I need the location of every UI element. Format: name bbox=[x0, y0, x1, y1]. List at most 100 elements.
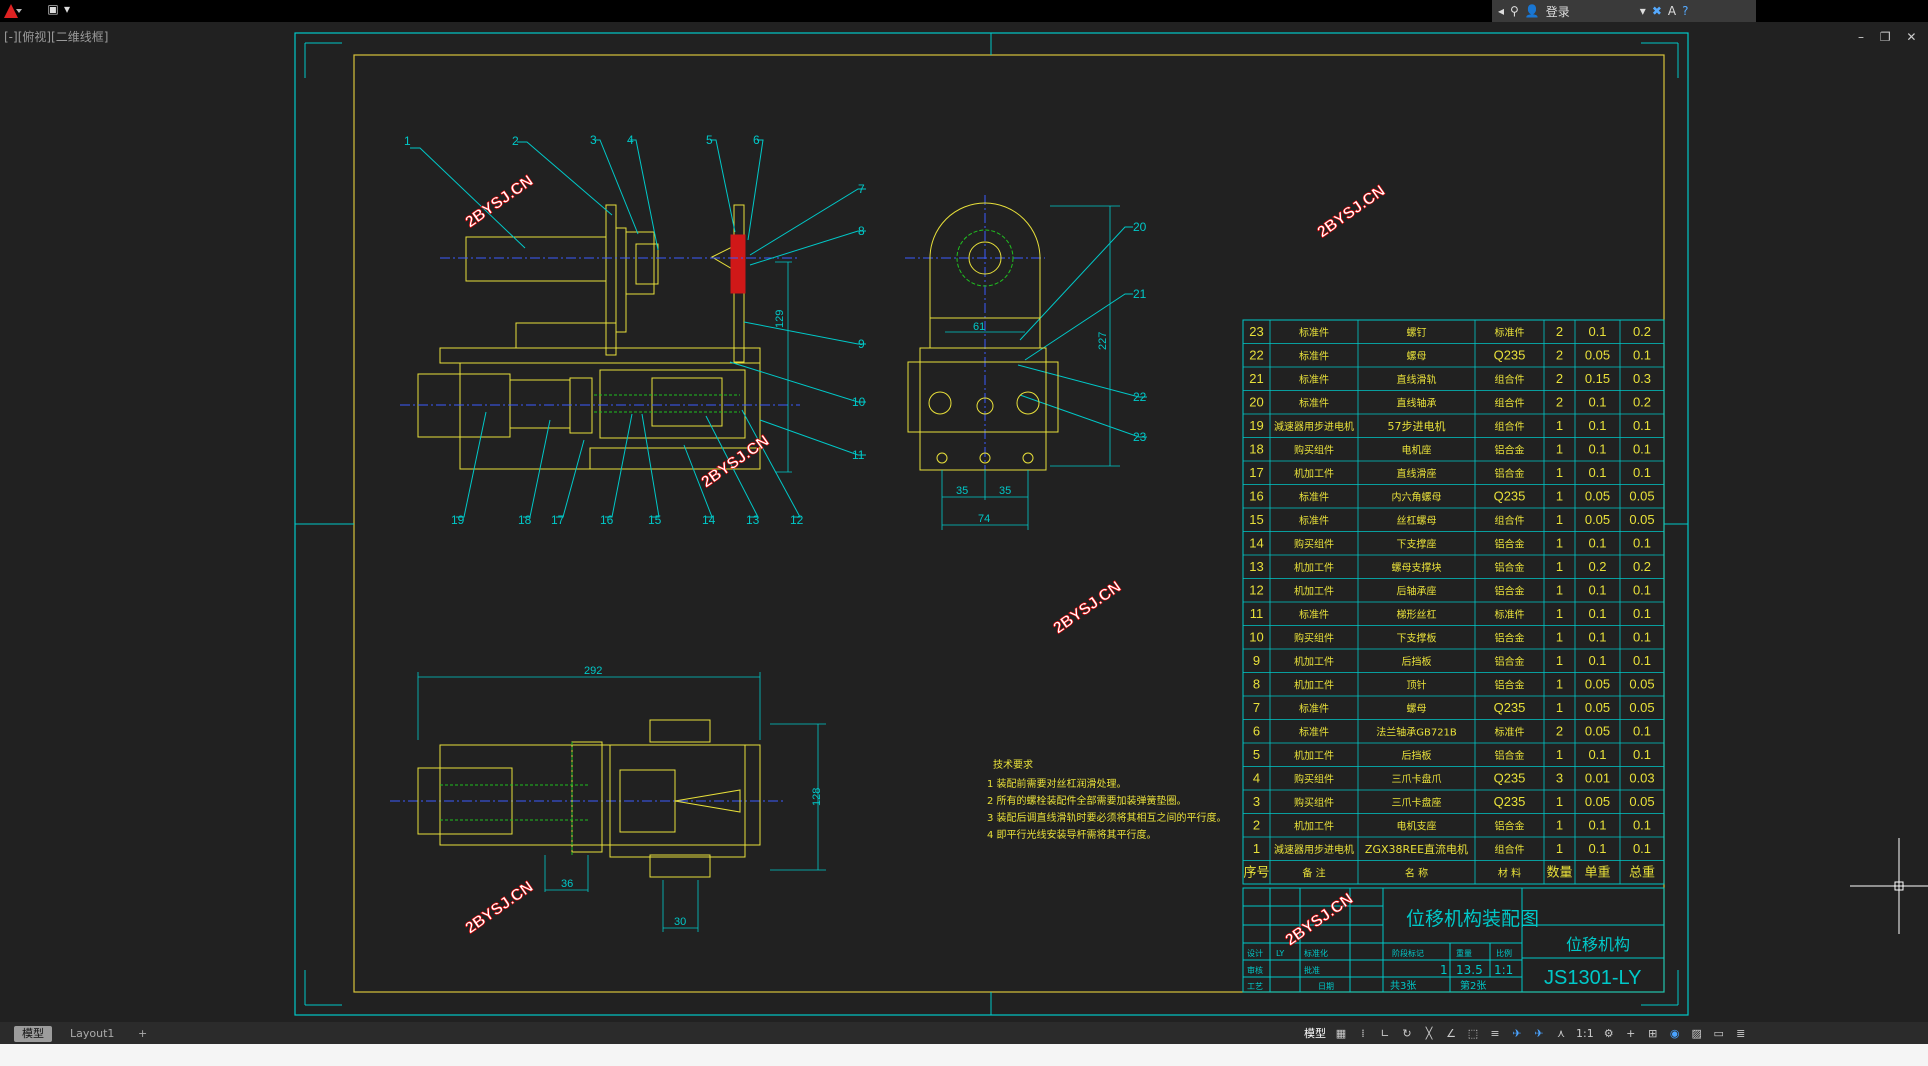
dropdown-icon[interactable]: ▾ bbox=[1639, 4, 1646, 18]
annotation-scale-icon[interactable]: ⋏ bbox=[1556, 1026, 1566, 1040]
add-layout-button[interactable]: + bbox=[138, 1027, 148, 1040]
lineweight-icon[interactable]: ≡ bbox=[1490, 1026, 1500, 1040]
bom-cell: 螺母 bbox=[1407, 703, 1427, 715]
clean-screen-icon[interactable]: ▭ bbox=[1713, 1026, 1724, 1040]
viewport-controls[interactable]: [-][俯视][二维线框] bbox=[4, 30, 109, 44]
bom-header-cell: 数量 bbox=[1546, 864, 1572, 879]
plus-icon[interactable]: + bbox=[1626, 1026, 1636, 1040]
annotation-icon[interactable]: ✈ bbox=[1512, 1026, 1522, 1040]
assembly-name: 位移机构 bbox=[1566, 935, 1630, 954]
customize-icon[interactable]: ≣ bbox=[1736, 1026, 1746, 1040]
exchange-icon[interactable]: ✖ bbox=[1651, 4, 1662, 18]
bom-cell: 标准件 bbox=[1299, 397, 1329, 409]
selection-icon[interactable]: ⬚ bbox=[1467, 1026, 1479, 1040]
tb-std: 标准化 bbox=[1304, 948, 1328, 958]
user-icon: 👤 bbox=[1524, 4, 1540, 18]
bom-cell: 梯形丝杠 bbox=[1397, 608, 1437, 621]
bom-cell: 0.05 bbox=[1629, 794, 1654, 809]
bom-cell: 1 bbox=[1556, 559, 1563, 574]
bom-cell: 0.1 bbox=[1588, 653, 1606, 668]
save-icon[interactable]: ▣ bbox=[47, 2, 59, 16]
autocad-logo-icon[interactable] bbox=[2, 2, 24, 20]
a360-icon[interactable]: A bbox=[1667, 4, 1677, 18]
binoculars-icon[interactable]: ⚲ bbox=[1510, 4, 1519, 18]
grid-icon[interactable]: ▦ bbox=[1335, 1026, 1347, 1040]
bom-cell: 0.1 bbox=[1633, 606, 1651, 621]
bom-cell: 0.1 bbox=[1588, 394, 1606, 409]
bom-cell: 0.2 bbox=[1633, 324, 1651, 339]
annotation-scale-value[interactable]: 1:1 bbox=[1576, 1026, 1594, 1040]
bom-cell: 14 bbox=[1249, 535, 1263, 550]
drawing-canvas[interactable]: 1 2 3 4 5 6 7 8 9 10 11 19 18 17 16 15 1… bbox=[0, 22, 1928, 1022]
watermark: 2BYSJ.CN bbox=[699, 432, 773, 491]
bom-cell: 2 bbox=[1556, 371, 1563, 386]
tech-note: 4 即平行光线安装导杆需将其平行度。 bbox=[987, 828, 1157, 841]
bom-cell: 11 bbox=[1250, 606, 1264, 621]
tab-model[interactable]: 模型 bbox=[14, 1026, 52, 1042]
tb-ly: LY bbox=[1276, 949, 1284, 958]
bom-cell: 0.1 bbox=[1588, 606, 1606, 621]
bom-cell: 0.1 bbox=[1633, 441, 1651, 456]
isolate-icon[interactable]: ◉ bbox=[1669, 1026, 1680, 1040]
quick-access-toolbar[interactable]: ▣▾ bbox=[46, 2, 86, 20]
tech-note: 1 装配前需要对丝杠润滑处理。 bbox=[987, 777, 1127, 790]
hardware-icon[interactable]: ▨ bbox=[1691, 1026, 1702, 1040]
polar-icon[interactable]: ↻ bbox=[1402, 1026, 1412, 1040]
snap-icon[interactable]: ⁞ bbox=[1361, 1026, 1365, 1040]
bom-cell: 0.05 bbox=[1585, 676, 1610, 691]
command-line-area[interactable] bbox=[0, 1044, 1928, 1066]
bom-cell: 57步进电机 bbox=[1388, 419, 1446, 433]
bom-cell: 0.1 bbox=[1633, 723, 1651, 738]
bom-cell: 螺钉 bbox=[1407, 327, 1427, 339]
bom-cell: 0.1 bbox=[1588, 582, 1606, 597]
bom-cell: 0.2 bbox=[1633, 559, 1651, 574]
bom-cell: 购买组件 bbox=[1294, 537, 1334, 550]
tb-scale-label: 比例 bbox=[1496, 948, 1512, 958]
model-space-toggle[interactable]: 模型 bbox=[1304, 1027, 1326, 1040]
gear-icon[interactable]: ⚙ bbox=[1603, 1026, 1614, 1040]
signin-label[interactable]: 登录 bbox=[1545, 4, 1570, 19]
callout-label: 7 bbox=[858, 182, 865, 196]
dimension-label: 36 bbox=[561, 878, 573, 890]
ortho-icon[interactable]: ∟ bbox=[1380, 1026, 1390, 1040]
chevron-left-icon[interactable]: ◂ bbox=[1498, 4, 1505, 18]
drawing-window-controls[interactable]: – ❐ ✕ bbox=[1858, 30, 1923, 44]
bom-cell: 0.1 bbox=[1633, 841, 1651, 856]
bom-cell: 顶针 bbox=[1407, 678, 1427, 691]
bom-cell: 0.05 bbox=[1585, 347, 1610, 362]
bom-cell: 0.1 bbox=[1588, 747, 1606, 762]
bom-cell: 铝合金 bbox=[1495, 819, 1525, 832]
bom-cell: 1 bbox=[1556, 747, 1563, 762]
bom-cell: 0.05 bbox=[1629, 676, 1654, 691]
help-icon[interactable]: ? bbox=[1682, 4, 1689, 18]
tb-approve: 批准 bbox=[1304, 965, 1320, 975]
bom-cell: 铝合金 bbox=[1495, 678, 1525, 691]
bom-cell: 0.05 bbox=[1629, 512, 1654, 527]
bom-cell: Q235 bbox=[1494, 794, 1526, 809]
angle-icon[interactable]: ∠ bbox=[1446, 1026, 1456, 1040]
workspace-icon[interactable]: ⊞ bbox=[1648, 1026, 1658, 1040]
bom-cell: 1 bbox=[1556, 629, 1563, 644]
bom-cell: 3 bbox=[1556, 770, 1563, 785]
bom-cell: 铝合金 bbox=[1495, 749, 1525, 762]
dimension-label: 35 bbox=[956, 485, 968, 497]
bom-cell: 1 bbox=[1253, 841, 1260, 856]
tb-date: 日期 bbox=[1318, 982, 1334, 991]
tb-scale: 1:1 bbox=[1494, 963, 1513, 977]
bom-cell: 1 bbox=[1556, 441, 1563, 456]
bom-cell: 0.1 bbox=[1633, 582, 1651, 597]
bom-cell: 0.05 bbox=[1585, 794, 1610, 809]
callout-label: 16 bbox=[600, 513, 614, 527]
tab-layout1[interactable]: Layout1 bbox=[70, 1027, 115, 1040]
callout-label: 19 bbox=[451, 513, 465, 527]
bom-cell: 0.1 bbox=[1633, 465, 1651, 480]
tb-sheet: 第2张 bbox=[1460, 979, 1486, 992]
annotation-auto-icon[interactable]: ✈ bbox=[1534, 1026, 1544, 1040]
bom-cell: 购买组件 bbox=[1294, 443, 1334, 456]
dimension-label: 292 bbox=[584, 665, 602, 677]
bom-cell: 0.05 bbox=[1585, 723, 1610, 738]
osnap-icon[interactable]: ╳ bbox=[1425, 1026, 1433, 1040]
dropdown-icon[interactable]: ▾ bbox=[63, 2, 71, 16]
bom-cell: 1 bbox=[1556, 700, 1563, 715]
